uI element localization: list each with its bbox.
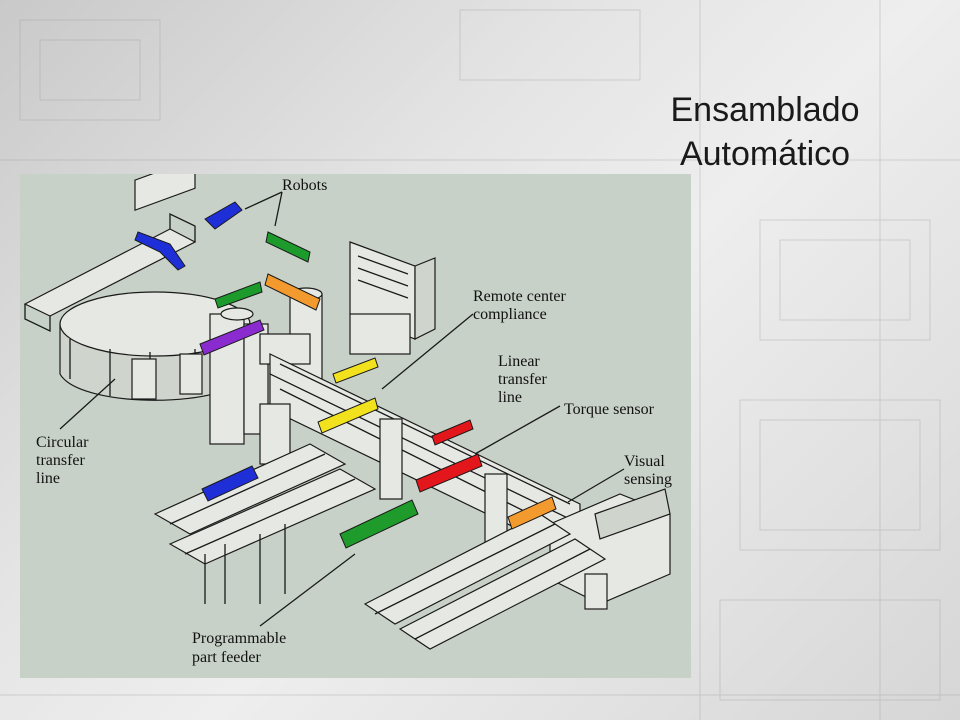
slide-title-line-1: Ensamblado xyxy=(670,91,860,129)
robot-arm-orange-top xyxy=(264,273,321,311)
robot-arm-purple xyxy=(199,319,265,356)
robot-arm-red-lower xyxy=(415,453,483,493)
robot-arm-red-upper xyxy=(431,419,474,446)
slide-title: Ensamblado Automático xyxy=(600,88,930,176)
circular-transfer-table xyxy=(59,291,251,401)
label-feeder-line1: Programmable xyxy=(192,630,286,647)
label-remote-center-line2: compliance xyxy=(473,306,547,323)
label-visual-line2: sensing xyxy=(624,471,672,488)
upper-right-rack xyxy=(349,241,436,355)
robot-arm-orange-lower xyxy=(507,496,557,530)
assembly-line-illustration: .ln { stroke:#1a1a1a; stroke-width:1.3; … xyxy=(20,174,691,678)
robot-arm-yellow-upper xyxy=(332,357,379,384)
label-circular-line3: line xyxy=(36,470,60,487)
robot-arm-yellow-lower xyxy=(317,397,379,434)
programmable-part-feeder-green xyxy=(339,499,419,549)
label-feeder-line2: part feeder xyxy=(192,649,262,666)
label-visual-line1: Visual xyxy=(624,453,665,470)
label-circular-line2: transfer xyxy=(36,452,86,469)
left-upper-rail xyxy=(23,174,197,333)
label-torque-sensor: Torque sensor xyxy=(564,401,655,418)
assembly-line-drawing: .ln { stroke:#1a1a1a; stroke-width:1.3; … xyxy=(23,174,672,666)
slide-title-line-2: Automático xyxy=(679,135,851,173)
label-linear-line3: line xyxy=(498,389,522,406)
callout-leader-lines xyxy=(59,191,625,627)
label-circular-line1: Circular xyxy=(36,434,89,451)
label-linear-line1: Linear xyxy=(498,353,540,370)
label-remote-center-line1: Remote center xyxy=(473,288,567,305)
robot-arm-green-mid xyxy=(214,281,263,309)
lower-feeder-tracks xyxy=(153,443,607,650)
robot-arm-blue-left xyxy=(134,231,186,271)
robot-arm-blue-top xyxy=(204,201,243,230)
label-linear-line2: transfer xyxy=(498,371,548,388)
robot-arm-green-top xyxy=(265,231,311,263)
blue-parts-feeder xyxy=(201,465,259,502)
label-robots: Robots xyxy=(282,177,327,194)
